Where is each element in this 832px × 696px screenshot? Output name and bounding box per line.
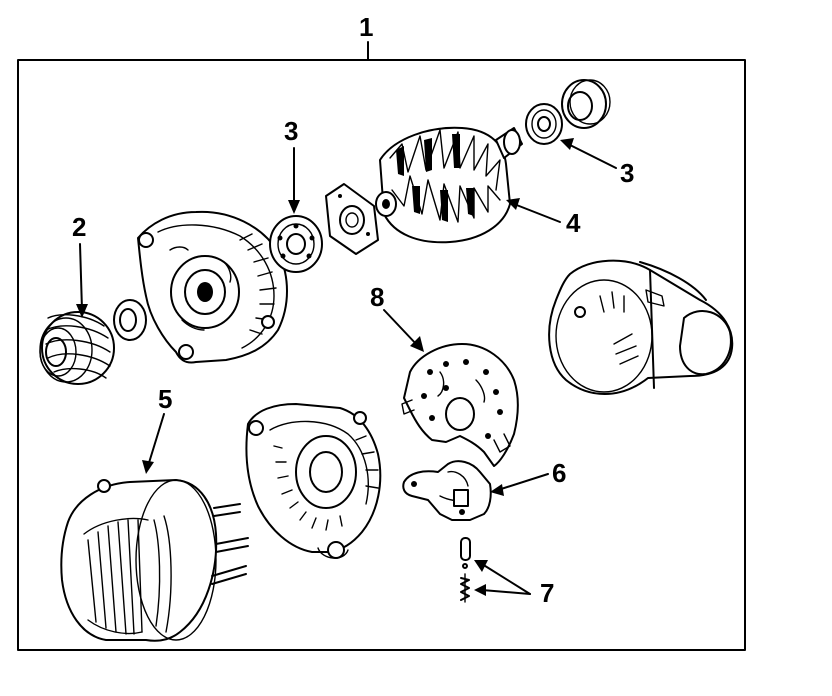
bearing-rear <box>525 103 563 145</box>
diagram-frame <box>17 59 746 651</box>
leader-7a <box>481 563 531 595</box>
arrow-5 <box>142 460 154 474</box>
drive-end-frame <box>137 210 288 364</box>
pulley-spacer <box>113 299 147 341</box>
brush-holder <box>402 460 492 521</box>
arrow-2 <box>76 304 88 318</box>
bearing-retainer-plate <box>325 183 379 255</box>
stator <box>60 479 249 642</box>
arrow-7b <box>474 584 486 596</box>
brush-and-spring <box>460 537 471 603</box>
callout-5: 5 <box>158 384 172 414</box>
leader-6 <box>497 473 549 491</box>
arrow-3-right <box>560 138 574 150</box>
callout-4: 4 <box>566 208 581 238</box>
bearing-cap <box>561 79 611 129</box>
leader-7b <box>481 589 531 595</box>
leader-8 <box>383 309 419 347</box>
callout-6: 6 <box>552 458 566 488</box>
leader-5 <box>147 413 165 467</box>
rear-cover <box>548 259 734 395</box>
arrow-6 <box>490 484 504 496</box>
arrow-7a <box>474 560 488 572</box>
callout-2: 2 <box>72 212 86 242</box>
arrow-4 <box>506 198 520 210</box>
pulley <box>39 311 115 385</box>
leader-4 <box>513 203 561 223</box>
bearing-front <box>269 215 323 273</box>
callout-8: 8 <box>370 282 384 312</box>
arrow-3-left <box>288 200 300 214</box>
rectifier <box>401 343 519 467</box>
slip-ring-end-frame <box>245 403 382 559</box>
callout-3-left: 3 <box>284 116 298 146</box>
leader-2 <box>79 243 83 311</box>
arrow-8 <box>410 336 424 352</box>
callout-1: 1 <box>359 12 373 42</box>
leader-3-right <box>567 143 617 169</box>
callout-7: 7 <box>540 578 554 608</box>
callout-3-right: 3 <box>620 158 634 188</box>
rotor <box>375 126 523 244</box>
